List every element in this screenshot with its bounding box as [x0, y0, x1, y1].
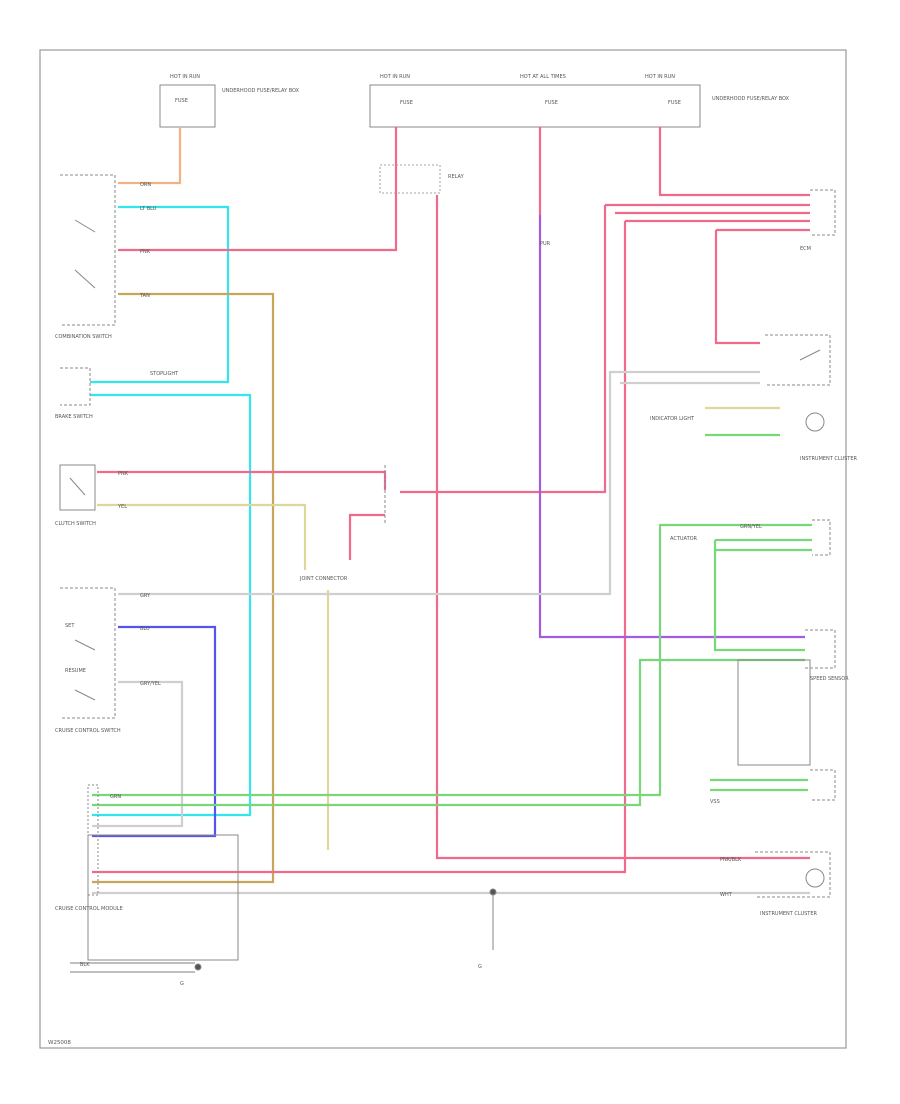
svg-text:FUSE: FUSE	[175, 98, 188, 104]
svg-text:CRUISE CONTROL MODULE: CRUISE CONTROL MODULE	[55, 906, 123, 912]
combination-switch: COMBINATION SWITCH	[55, 174, 116, 340]
vss: VSS	[710, 769, 836, 805]
speed-sensor-box: SPEED SENSOR	[737, 629, 849, 766]
instrument-cluster: INSTRUMENT CLUSTER	[755, 851, 831, 917]
svg-text:FUSE: FUSE	[668, 100, 681, 106]
svg-text:HOT IN RUN: HOT IN RUN	[170, 74, 200, 80]
wires	[70, 127, 812, 973]
svg-text:CRUISE CONTROL SWITCH: CRUISE CONTROL SWITCH	[55, 728, 121, 734]
right-connector-top: ECM	[800, 189, 836, 252]
svg-text:RESUME: RESUME	[65, 668, 86, 674]
svg-text:G: G	[180, 981, 184, 987]
figure-code: W25008	[48, 1040, 71, 1046]
svg-text:SET: SET	[65, 623, 75, 629]
brake-switch: BRAKE SWITCH STOPLIGHT	[55, 367, 179, 420]
brake-switch-right	[765, 334, 831, 386]
svg-text:RELAY: RELAY	[448, 174, 465, 180]
svg-text:GRY: GRY	[140, 593, 151, 599]
relay-contacts: JOINT CONNECTOR	[299, 465, 386, 582]
svg-text:TAN: TAN	[139, 293, 150, 299]
svg-text:ECM: ECM	[800, 246, 811, 252]
svg-text:SPEED SENSOR: SPEED SENSOR	[810, 676, 849, 682]
cruise-control-switch: SET RESUME CRUISE CONTROL SWITCH	[55, 587, 121, 734]
svg-text:JOINT CONNECTOR: JOINT CONNECTOR	[299, 576, 348, 582]
fuse-box-top: HOT IN RUN HOT AT ALL TIMES HOT IN RUN F…	[369, 74, 790, 128]
svg-text:FUSE: FUSE	[400, 100, 413, 106]
svg-text:WHT: WHT	[720, 892, 733, 898]
svg-text:PNK: PNK	[118, 471, 129, 477]
indicator-light: INDICATOR LIGHT INSTRUMENT CLUSTER	[650, 412, 858, 462]
svg-text:INDICATOR LIGHT: INDICATOR LIGHT	[650, 416, 695, 422]
ground-left: G	[180, 963, 202, 987]
svg-text:VSS: VSS	[710, 799, 720, 805]
svg-text:ORN: ORN	[140, 182, 151, 188]
svg-text:HOT AT ALL TIMES: HOT AT ALL TIMES	[520, 74, 566, 80]
svg-text:BRAKE SWITCH: BRAKE SWITCH	[55, 414, 93, 420]
diagram-frame	[39, 49, 847, 1049]
svg-text:GRN/YEL: GRN/YEL	[740, 524, 762, 530]
ground-mid: G	[478, 888, 497, 970]
svg-text:FUSE: FUSE	[545, 100, 558, 106]
svg-text:INSTRUMENT CLUSTER: INSTRUMENT CLUSTER	[800, 456, 858, 462]
svg-text:BLU: BLU	[140, 626, 150, 632]
actuator: ACTUATOR	[670, 519, 831, 556]
svg-text:BLK: BLK	[80, 962, 90, 968]
fuse-box-left: HOT IN RUN FUSE UNDERHOOD FUSE/RELAY BOX	[159, 74, 300, 128]
relay-box: RELAY	[379, 164, 465, 194]
svg-text:LT BLU: LT BLU	[140, 206, 157, 212]
svg-text:GRY/YEL: GRY/YEL	[140, 681, 161, 687]
svg-text:PNK: PNK	[140, 249, 151, 255]
svg-text:G: G	[478, 964, 482, 970]
svg-text:YEL: YEL	[117, 504, 127, 510]
svg-text:PNK/BLK: PNK/BLK	[720, 857, 742, 863]
svg-text:CLUTCH SWITCH: CLUTCH SWITCH	[55, 521, 96, 527]
svg-text:UNDERHOOD FUSE/RELAY BOX: UNDERHOOD FUSE/RELAY BOX	[222, 88, 300, 94]
svg-text:STOPLIGHT: STOPLIGHT	[150, 371, 179, 377]
cruise-control-module: CRUISE CONTROL MODULE	[55, 784, 239, 961]
clutch-switch: CLUTCH SWITCH	[55, 464, 96, 527]
svg-text:ACTUATOR: ACTUATOR	[670, 536, 698, 542]
svg-text:GRN: GRN	[110, 794, 121, 800]
svg-text:COMBINATION SWITCH: COMBINATION SWITCH	[55, 334, 112, 340]
wire-labels: ORN LT BLU PNK TAN PNK YEL BLU GRY PUR G…	[80, 182, 762, 968]
svg-text:HOT IN RUN: HOT IN RUN	[380, 74, 410, 80]
svg-text:PUR: PUR	[540, 241, 551, 247]
svg-text:INSTRUMENT CLUSTER: INSTRUMENT CLUSTER	[760, 911, 818, 917]
svg-text:UNDERHOOD FUSE/RELAY BOX: UNDERHOOD FUSE/RELAY BOX	[712, 96, 790, 102]
svg-text:HOT IN RUN: HOT IN RUN	[645, 74, 675, 80]
